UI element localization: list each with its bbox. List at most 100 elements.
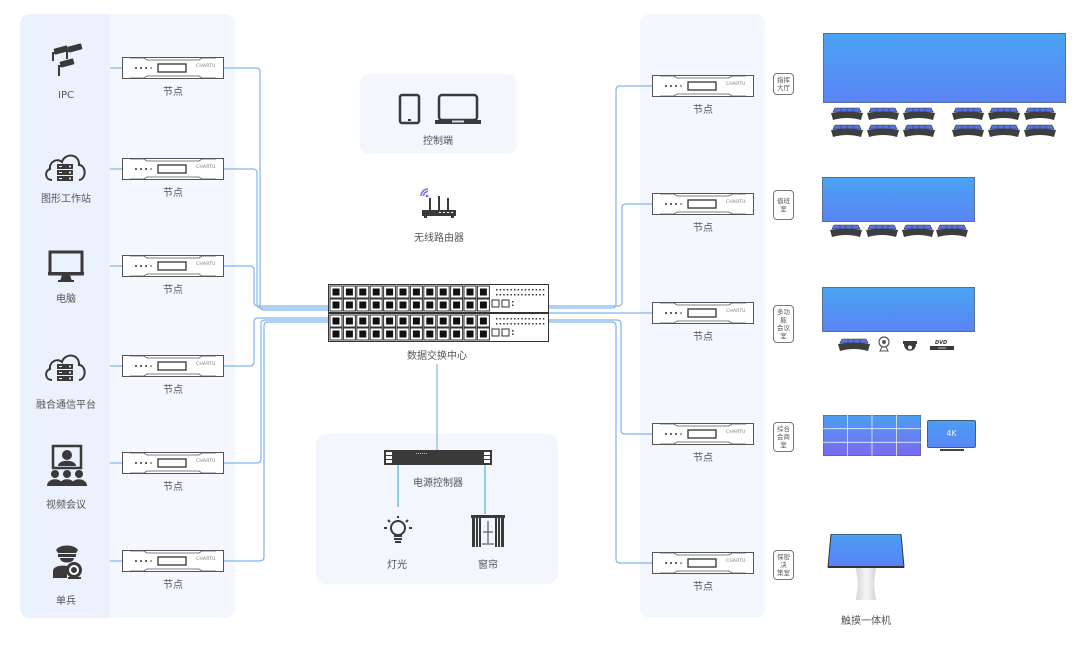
node-brand: CHARTU <box>726 200 746 205</box>
seat-row-icon <box>1024 106 1056 120</box>
node-brand: CHARTU <box>726 309 746 314</box>
touch-kiosk-label: 触摸一体机 <box>841 616 891 627</box>
seat-row-icon <box>831 123 863 137</box>
control-label: 控制端 <box>423 136 453 147</box>
seat-row-icon <box>866 223 898 237</box>
source-panel <box>20 14 110 618</box>
right-node-device[interactable]: CHARTU <box>652 75 754 97</box>
left-node-device[interactable]: CHARTU <box>122 452 224 474</box>
light-bulb-icon <box>383 514 413 546</box>
dvd-logo: DVD <box>935 340 947 346</box>
node-brand: CHARTU <box>196 262 216 267</box>
light-label: 灯光 <box>387 560 407 571</box>
node-brand: CHARTU <box>196 362 216 367</box>
left-node-panel <box>110 14 235 618</box>
power-controller-icon <box>384 450 492 465</box>
network-switch-icon <box>328 284 549 342</box>
seat-row-icon <box>988 123 1020 137</box>
wifi-router-icon <box>419 188 459 220</box>
display-4k-label: 4K <box>927 420 976 448</box>
source-label-video-conf: 视频会议 <box>46 500 86 511</box>
left-node-device[interactable]: CHARTU <box>122 57 224 79</box>
seat-row-icon <box>830 223 862 237</box>
left-node-label: 节点 <box>163 87 183 98</box>
source-label-ipc: IPC <box>58 90 74 101</box>
room-tag-line: 策室 <box>777 569 790 577</box>
right-node-label: 节点 <box>693 105 713 116</box>
source-label-soldier: 单兵 <box>56 596 76 607</box>
node-brand: CHARTU <box>726 430 746 435</box>
left-node-label: 节点 <box>163 482 183 493</box>
room-tag-line: 大厅 <box>777 84 790 92</box>
left-node-device[interactable]: CHARTU <box>122 255 224 277</box>
seat-row-icon <box>903 123 935 137</box>
left-node-label: 节点 <box>163 385 183 396</box>
right-node-device[interactable]: CHARTU <box>652 423 754 445</box>
source-label-workstation: 图形工作站 <box>41 194 91 205</box>
monitor-icon <box>48 250 84 284</box>
left-node-label: 节点 <box>163 285 183 296</box>
tablet-laptop-icon <box>397 93 483 125</box>
seat-row-icon <box>867 106 899 120</box>
left-node-device[interactable]: CHARTU <box>122 550 224 572</box>
right-node-label: 节点 <box>693 453 713 464</box>
room-tag-command-hall[interactable]: 指挥 大厅 <box>773 73 794 95</box>
curtain-label: 窗帘 <box>478 560 498 571</box>
police-camera-icon <box>50 544 86 580</box>
display-4k-stand <box>939 449 964 451</box>
seat-row-icon <box>902 223 934 237</box>
room-tag-line: 指挥 <box>777 76 790 84</box>
room-tag-line: 值班室 <box>777 197 790 213</box>
room-tag-duty-room[interactable]: 值班室 <box>773 190 794 220</box>
seat-row-icon <box>936 223 968 237</box>
curtain-icon <box>471 515 505 547</box>
cctv-cameras-icon <box>46 42 86 82</box>
seat-row-icon <box>867 123 899 137</box>
command-hall-screen <box>823 33 1066 103</box>
room-tag-multifunction[interactable]: 多功能 会议室 <box>773 305 794 343</box>
seat-row-icon <box>903 106 935 120</box>
right-node-device[interactable]: CHARTU <box>652 193 754 215</box>
power-label: 电源控制器 <box>413 478 463 489</box>
right-node-label: 节点 <box>693 332 713 343</box>
duty-room-screen <box>822 177 975 222</box>
seat-row-icon <box>952 123 984 137</box>
node-brand: CHARTU <box>196 557 216 562</box>
left-node-device[interactable]: CHARTU <box>122 158 224 180</box>
webcam-icon <box>878 336 890 352</box>
right-node-device[interactable]: CHARTU <box>652 302 754 324</box>
seat-row-icon <box>838 337 870 351</box>
right-node-label: 节点 <box>693 223 713 234</box>
seat-row-icon <box>952 106 984 120</box>
room-tag-line: 多功能 <box>777 308 790 324</box>
dvd-player-icon: DVD <box>929 337 955 351</box>
node-brand: CHARTU <box>726 82 746 87</box>
node-brand: CHARTU <box>196 64 216 69</box>
room-tag-decision-room[interactable]: 保密决 策室 <box>773 550 794 580</box>
room-tag-line: 会商室 <box>777 433 790 449</box>
room-tag-consultation[interactable]: 综合 会商室 <box>773 422 794 452</box>
left-node-label: 节点 <box>163 188 183 199</box>
source-label-pc: 电脑 <box>56 294 76 305</box>
router-label: 无线路由器 <box>414 233 464 244</box>
right-node-label: 节点 <box>693 582 713 593</box>
switch-label: 数据交换中心 <box>407 351 467 362</box>
node-brand: CHARTU <box>196 459 216 464</box>
seat-row-icon <box>988 106 1020 120</box>
display-4k: 4K <box>927 420 976 452</box>
cloud-server-icon <box>42 346 88 386</box>
room-tag-line: 保密决 <box>777 553 790 569</box>
seat-row-icon <box>1024 123 1056 137</box>
left-node-device[interactable]: CHARTU <box>122 355 224 377</box>
multifunction-screen <box>822 287 975 332</box>
touch-kiosk <box>826 533 906 604</box>
video-wall <box>822 414 922 457</box>
seat-row-icon <box>831 106 863 120</box>
right-node-device[interactable]: CHARTU <box>652 552 754 574</box>
node-brand: CHARTU <box>196 165 216 170</box>
left-node-label: 节点 <box>163 580 183 591</box>
source-label-comm-platform: 融合通信平台 <box>36 400 96 411</box>
node-brand: CHARTU <box>726 559 746 564</box>
room-tag-line: 综合 <box>777 425 790 433</box>
